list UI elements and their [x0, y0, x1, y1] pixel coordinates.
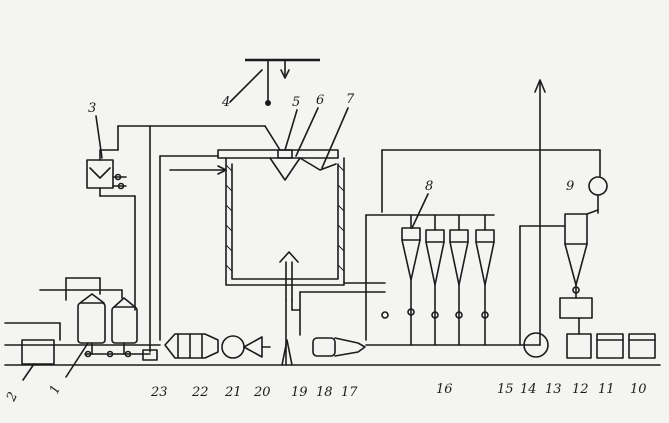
label-23: 23: [150, 385, 168, 400]
label-1: 1: [47, 383, 64, 397]
label-13: 13: [545, 382, 562, 397]
floor-lines: [4, 344, 661, 366]
label-17: 17: [341, 385, 358, 400]
label-11: 11: [598, 382, 615, 397]
label-20: 20: [253, 385, 271, 400]
heater-22: [164, 333, 219, 359]
label-15: 15: [497, 382, 514, 397]
drying-tower: [159, 149, 386, 366]
exhaust-14: [534, 79, 546, 346]
label-10: 10: [630, 382, 647, 397]
riser-23: [142, 125, 158, 361]
label-2: 2: [4, 390, 22, 405]
label-19: 19: [291, 385, 308, 400]
heater-17: [312, 337, 366, 357]
collectors: [559, 297, 656, 359]
label-8: 8: [425, 179, 433, 194]
label-6: 6: [316, 93, 324, 108]
label-5: 5: [292, 95, 300, 110]
fan-9: [588, 176, 608, 214]
label-22: 22: [191, 385, 209, 400]
mixers-1: [39, 277, 151, 358]
leader-lines: [22, 69, 429, 381]
label-12: 12: [572, 382, 589, 397]
label-7: 7: [346, 92, 355, 107]
label-9: 9: [566, 179, 574, 194]
fan-15: [523, 332, 549, 358]
tank-2: [4, 322, 61, 365]
atomizer-4: [245, 58, 320, 106]
label-3: 3: [88, 101, 96, 116]
callout-labels: 1 2 3 4 5 6 7 8 9 10 11 12 13 14 15 16 1…: [4, 92, 647, 405]
cyclones-8: [365, 149, 601, 346]
fan-21: [221, 335, 245, 359]
label-14: 14: [520, 382, 537, 397]
hopper-3: [86, 125, 281, 311]
label-21: 21: [224, 385, 242, 400]
support-19: [281, 339, 293, 366]
diffuser-20: [243, 336, 271, 358]
cyclone-13: [519, 209, 599, 346]
label-18: 18: [316, 385, 333, 400]
label-4: 4: [221, 95, 230, 110]
label-16: 16: [436, 382, 453, 397]
